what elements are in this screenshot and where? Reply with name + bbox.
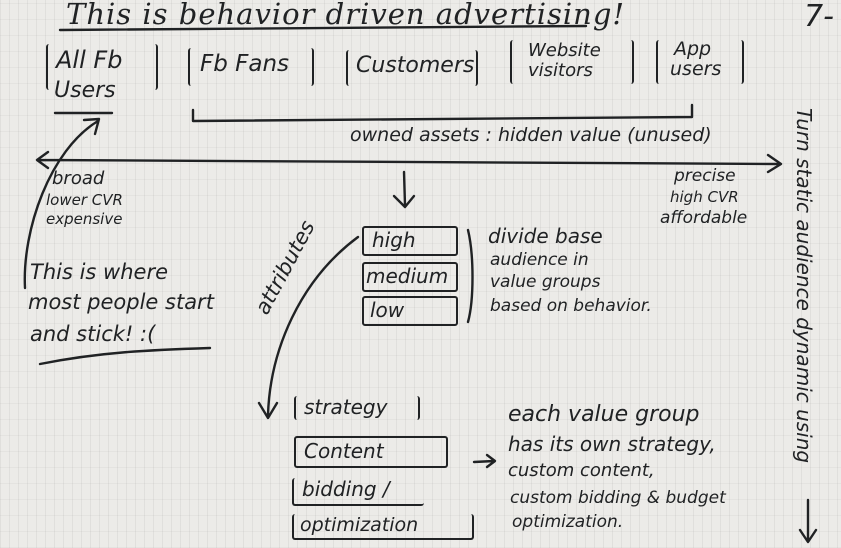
strategy-box: strategy [294,396,420,420]
page-title: This is behavior driven advertising! [66,0,626,31]
audience-label: Website [528,40,601,61]
each-group-note-line: each value group [508,402,700,427]
strategy-item-label: Content [304,439,384,463]
owned-assets-bracket [191,103,694,123]
value-group-box-low: low [362,296,458,326]
divide-note-line: divide base [488,224,603,248]
value-group-box-high: high [362,226,458,256]
audience-label: users [670,58,722,80]
audience-label: Fb Fans [200,51,290,77]
precise-cost: affordable [660,208,748,228]
content-box: Content [294,436,448,468]
owned-assets-label: owned assets : hidden value (unused) [350,124,712,146]
page-mark: 7- [804,0,834,34]
each-group-note-line: has its own strategy, [508,432,716,456]
each-group-note-line: custom content, [508,460,655,481]
audience-box-fb-fans: Fb Fans [188,48,314,86]
value-group-label: medium [366,264,449,288]
divide-note-line: value groups [490,272,601,292]
start-note-line: and stick! :( [30,322,156,346]
start-note-line: most people start [28,290,214,314]
broad-cost: expensive [46,210,123,228]
audience-label: Customers [356,53,475,78]
audience-box-app-users: App users [656,40,744,84]
value-group-label: high [372,228,416,252]
strategy-item-label: optimization [300,514,419,536]
strategy-arrow [472,453,497,469]
value-groups-brace [466,228,474,324]
title-underline [58,24,588,32]
strategy-item-label: bidding / [302,477,390,501]
audience-label: visitors [528,60,593,81]
broad-label: broad [52,168,105,189]
each-group-note-line: custom bidding & budget [510,488,726,508]
down-arrow [392,170,416,209]
optimization-box: optimization [292,514,474,540]
audience-box-all-fb-users: All Fb Users [46,44,158,102]
divide-note-line: based on behavior. [490,296,652,316]
spectrum-arrow [35,150,783,174]
broad-cvr: lower CVR [46,191,123,209]
start-arrow [23,117,101,290]
strategy-item-label: strategy [304,395,388,419]
audience-label: All Fb [56,46,123,74]
value-group-label: low [370,298,405,322]
audience-box-customers: Customers [346,50,478,86]
divide-note-line: audience in [490,250,589,270]
audience-label: Users [54,78,116,103]
value-group-box-medium: medium [362,262,458,292]
side-note: Turn static audience dynamic using [792,108,816,464]
audience-box-website-visitors: Website visitors [510,40,634,84]
audience-label: App [674,38,712,60]
precise-cvr: high CVR [670,188,739,206]
attributes-arrow [257,235,360,420]
start-note-line: This is where [30,260,168,284]
precise-label: precise [674,166,736,186]
each-group-note-line: optimization. [512,512,624,532]
bidding-box: bidding / [292,478,424,506]
